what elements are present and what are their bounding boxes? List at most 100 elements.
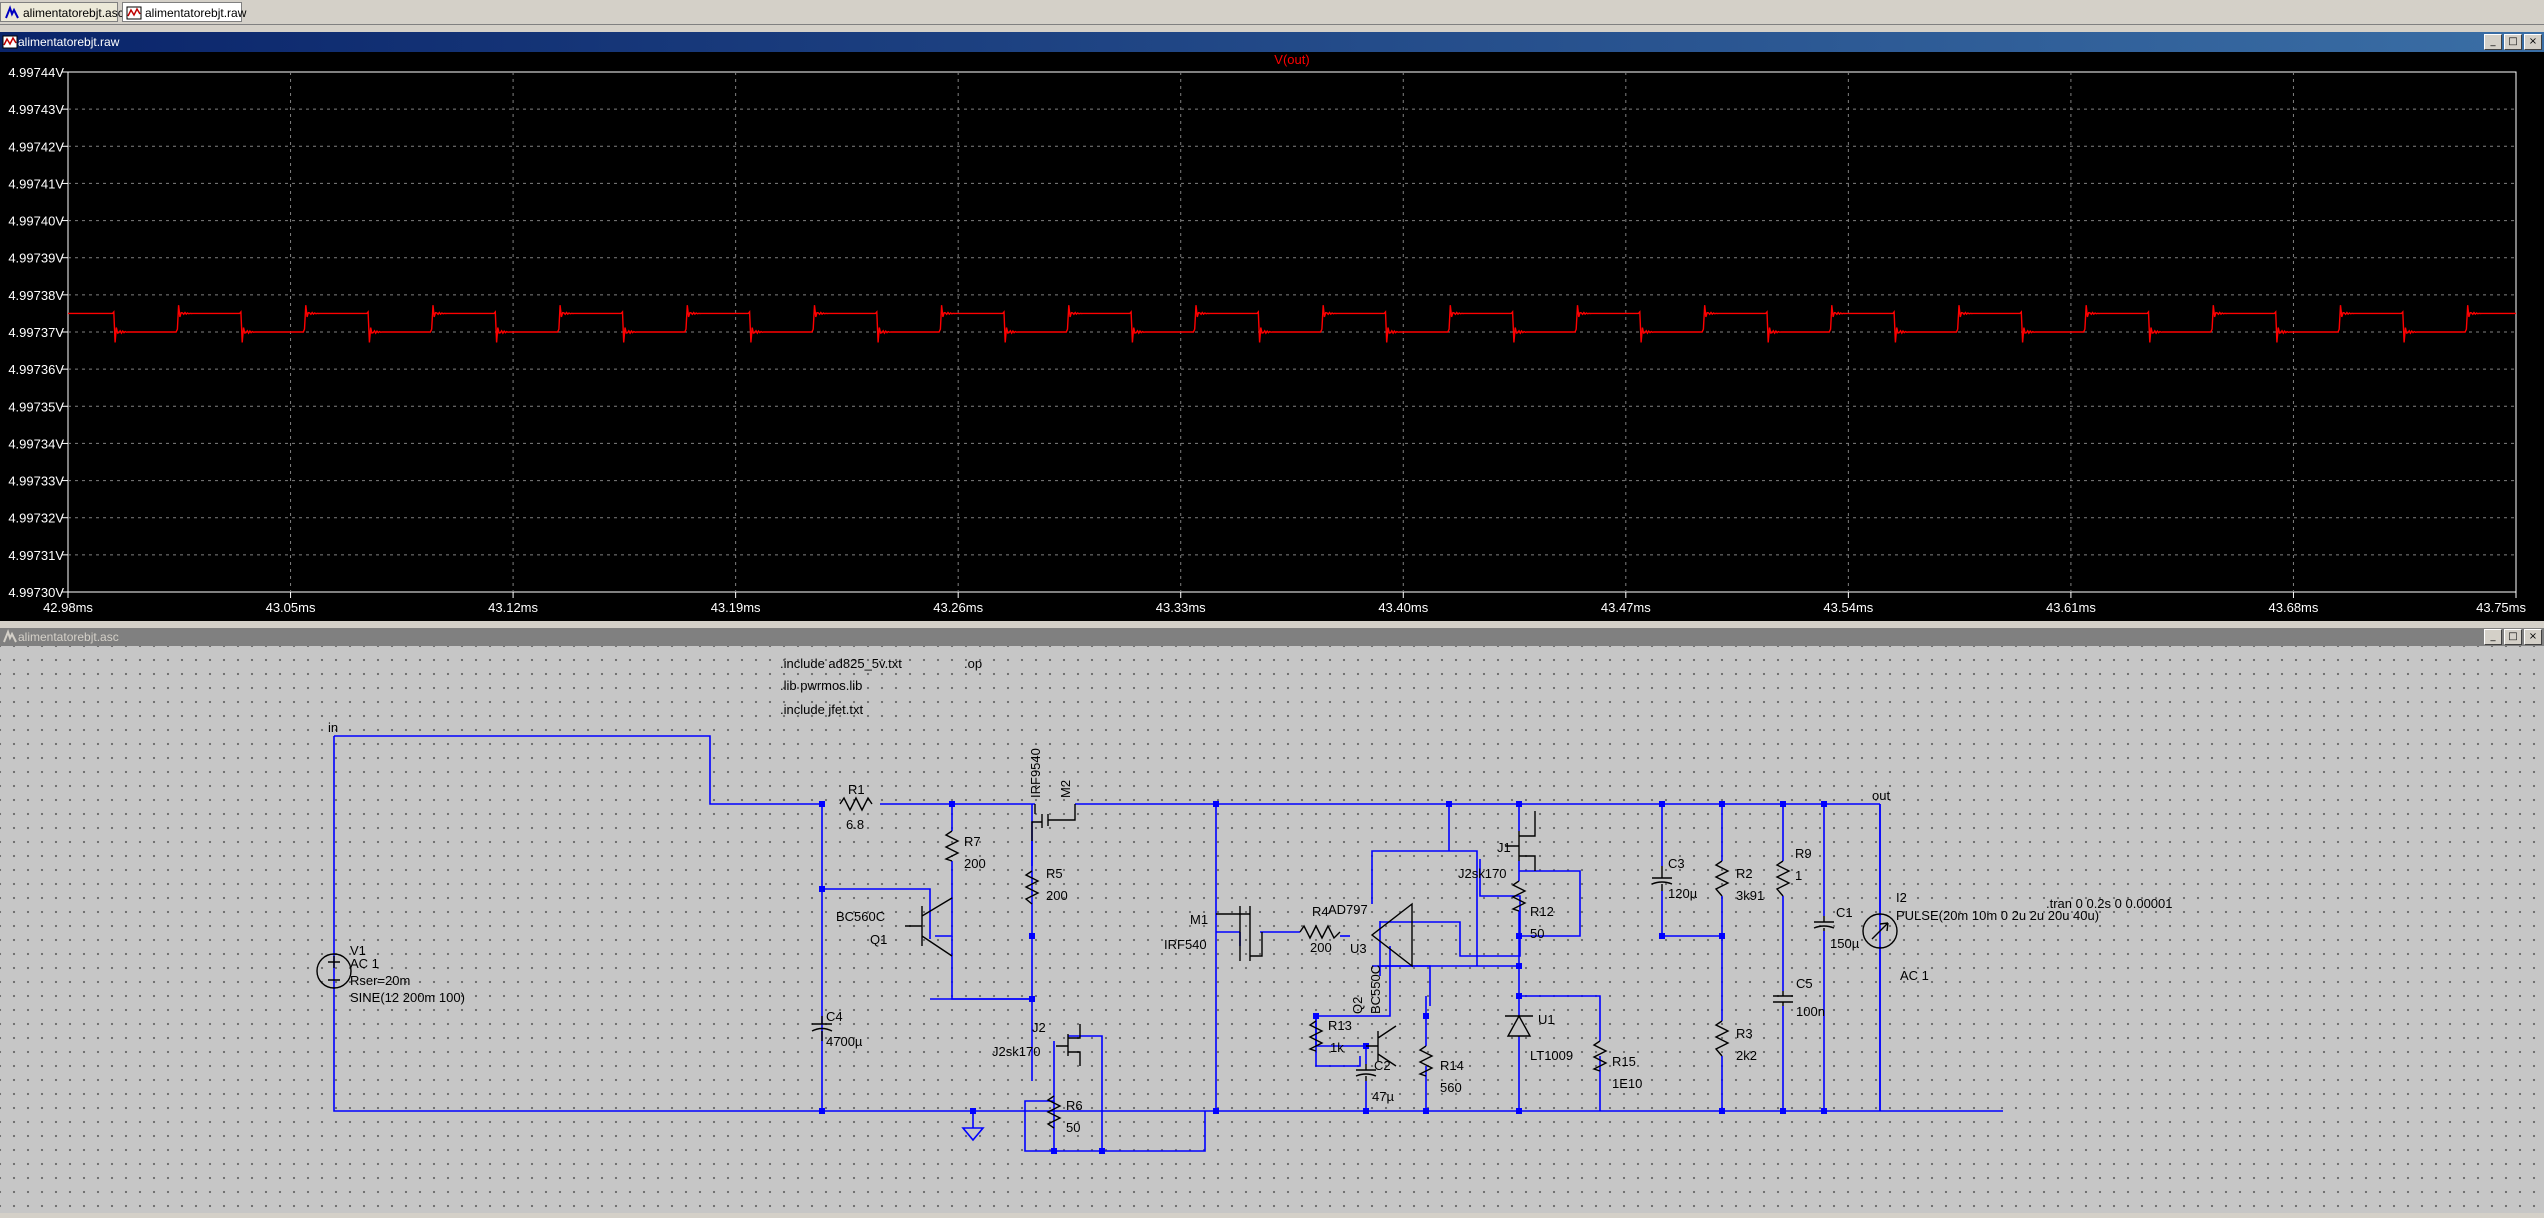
v1-line-1: AC 1 bbox=[350, 956, 379, 971]
trace-vout bbox=[68, 305, 2516, 343]
schematic-drawing[interactable]: .include ad825_5v.txt .op .lib pwrmos.li… bbox=[0, 646, 2544, 1213]
resistor-r1-icon bbox=[839, 796, 873, 812]
r5-ref[interactable]: R5 bbox=[1046, 866, 1063, 881]
r15-ref[interactable]: R15 bbox=[1612, 1054, 1636, 1069]
r4-value: 200 bbox=[1310, 940, 1332, 955]
c3-ref[interactable]: C3 bbox=[1668, 856, 1685, 871]
minimize-button[interactable]: _ bbox=[2484, 34, 2502, 50]
x-tick-label: 43.33ms bbox=[1156, 600, 1206, 615]
r1-ref[interactable]: R1 bbox=[848, 782, 865, 797]
directive-op[interactable]: .op bbox=[964, 656, 982, 671]
x-tick-label: 43.61ms bbox=[2046, 600, 2096, 615]
resistor-r3-icon bbox=[1714, 1020, 1730, 1057]
plot-window-titlebar[interactable]: alimentatorebjt.raw _□× bbox=[0, 32, 2544, 52]
j1-value: J2sk170 bbox=[1458, 866, 1506, 881]
waveform-icon bbox=[2, 35, 18, 49]
y-tick-label: 4.99743V bbox=[8, 102, 64, 117]
r5-value: 200 bbox=[1046, 888, 1068, 903]
npn-q2-icon bbox=[1366, 1025, 1397, 1067]
j1-ref[interactable]: J1 bbox=[1497, 840, 1511, 855]
x-tick-label: 43.47ms bbox=[1601, 600, 1651, 615]
c2-value: 47µ bbox=[1372, 1089, 1394, 1104]
y-tick-label: 4.99742V bbox=[8, 139, 64, 154]
r2-value: 3k91 bbox=[1736, 888, 1764, 903]
c4-ref[interactable]: C4 bbox=[826, 1009, 843, 1024]
x-tick-label: 43.75ms bbox=[2476, 600, 2526, 615]
i2-line-1: PULSE(20m 10m 0 2u 2u 20u 40u) bbox=[1896, 908, 2099, 923]
document-tab-bar: alimentatorebjt.asc alimentatorebjt.raw bbox=[0, 0, 2544, 25]
resistor-r4-icon bbox=[1299, 924, 1341, 940]
v1-ref[interactable]: V1 bbox=[350, 943, 366, 958]
x-tick-label: 43.54ms bbox=[1823, 600, 1873, 615]
m1-ref[interactable]: M1 bbox=[1190, 912, 1208, 927]
schematic-window-titlebar[interactable]: alimentatorebjt.asc _□× bbox=[0, 628, 2544, 646]
r12-value: 50 bbox=[1530, 926, 1544, 941]
r3-ref[interactable]: R3 bbox=[1736, 1026, 1753, 1041]
y-tick-label: 4.99741V bbox=[8, 176, 64, 191]
c5-ref[interactable]: C5 bbox=[1796, 976, 1813, 991]
r7-value: 200 bbox=[964, 856, 986, 871]
restore-button[interactable]: □ bbox=[2504, 629, 2522, 645]
tab-waveform[interactable]: alimentatorebjt.raw bbox=[122, 2, 246, 22]
resistor-r15-icon bbox=[1592, 1040, 1608, 1072]
x-tick-label: 43.19ms bbox=[711, 600, 761, 615]
close-button[interactable]: × bbox=[2524, 629, 2542, 645]
directive-lib-pwrmos[interactable]: .lib pwrmos.lib bbox=[780, 678, 862, 693]
x-tick-label: 43.26ms bbox=[933, 600, 983, 615]
capacitor-c5-icon bbox=[1773, 991, 1793, 1006]
minimize-button[interactable]: _ bbox=[2484, 629, 2502, 645]
q1-ref[interactable]: Q1 bbox=[870, 932, 887, 947]
waveform-chart[interactable]: 4.99744V4.99743V4.99742V4.99741V4.99740V… bbox=[0, 52, 2544, 621]
i2-line-2: AC 1 bbox=[1900, 968, 1929, 983]
i2-ref[interactable]: I2 bbox=[1896, 890, 1907, 905]
restore-button[interactable]: □ bbox=[2504, 34, 2522, 50]
u1-value: LT1009 bbox=[1530, 1048, 1573, 1063]
u3-ref[interactable]: U3 bbox=[1350, 941, 1367, 956]
c3-value: 120µ bbox=[1668, 886, 1698, 901]
y-tick-label: 4.99733V bbox=[8, 474, 64, 489]
r2-ref[interactable]: R2 bbox=[1736, 866, 1753, 881]
directive-include-ad825[interactable]: .include ad825_5v.txt bbox=[780, 656, 902, 671]
capacitor-c1-icon bbox=[1813, 916, 1835, 931]
c1-ref[interactable]: C1 bbox=[1836, 905, 1853, 920]
ground-icon bbox=[961, 1127, 985, 1142]
directive-tran[interactable]: .tran 0 0.2s 0 0.00001 bbox=[2046, 896, 2172, 911]
q1-value: BC560C bbox=[836, 909, 885, 924]
y-tick-label: 4.99730V bbox=[8, 585, 64, 600]
m2-ref[interactable]: M2 bbox=[1058, 780, 1073, 798]
c2-ref[interactable]: C2 bbox=[1374, 1058, 1391, 1073]
u1-ref[interactable]: U1 bbox=[1538, 1012, 1555, 1027]
resistor-r9-icon bbox=[1775, 860, 1791, 897]
resistor-r13-icon bbox=[1308, 1020, 1324, 1052]
j2-ref[interactable]: J2 bbox=[1032, 1020, 1046, 1035]
x-tick-label: 43.68ms bbox=[2269, 600, 2319, 615]
tab-schematic[interactable]: alimentatorebjt.asc bbox=[0, 2, 124, 22]
net-label-out[interactable]: out bbox=[1872, 788, 1890, 803]
q2-value: BC550C bbox=[1368, 965, 1383, 1014]
m1-value: IRF540 bbox=[1164, 937, 1207, 952]
q2-ref[interactable]: Q2 bbox=[1350, 997, 1365, 1014]
directive-include-jfet[interactable]: .include jfet.txt bbox=[780, 702, 863, 717]
net-label-in[interactable]: in bbox=[328, 720, 338, 735]
r6-ref[interactable]: R6 bbox=[1066, 1098, 1083, 1113]
close-button[interactable]: × bbox=[2524, 34, 2542, 50]
resistor-r5-icon bbox=[1024, 870, 1040, 905]
r4-ref[interactable]: R4 bbox=[1312, 904, 1329, 919]
nmos-m1-icon bbox=[1216, 906, 1263, 961]
schematic-icon bbox=[5, 5, 19, 19]
r9-value: 1 bbox=[1795, 868, 1802, 883]
x-tick-label: 43.12ms bbox=[488, 600, 538, 615]
schematic-icon bbox=[3, 629, 17, 643]
r3-value: 2k2 bbox=[1736, 1048, 1757, 1063]
schematic-canvas[interactable]: .include ad825_5v.txt .op .lib pwrmos.li… bbox=[0, 646, 2544, 1213]
r7-ref[interactable]: R7 bbox=[964, 834, 981, 849]
waveform-icon bbox=[126, 6, 142, 20]
c5-value: 100n bbox=[1796, 1004, 1825, 1019]
r9-ref[interactable]: R9 bbox=[1795, 846, 1812, 861]
r13-ref[interactable]: R13 bbox=[1328, 1018, 1352, 1033]
u3-value: AD797 bbox=[1328, 902, 1368, 917]
r12-ref[interactable]: R12 bbox=[1530, 904, 1554, 919]
r13-value: 1k bbox=[1330, 1040, 1344, 1055]
r14-ref[interactable]: R14 bbox=[1440, 1058, 1464, 1073]
